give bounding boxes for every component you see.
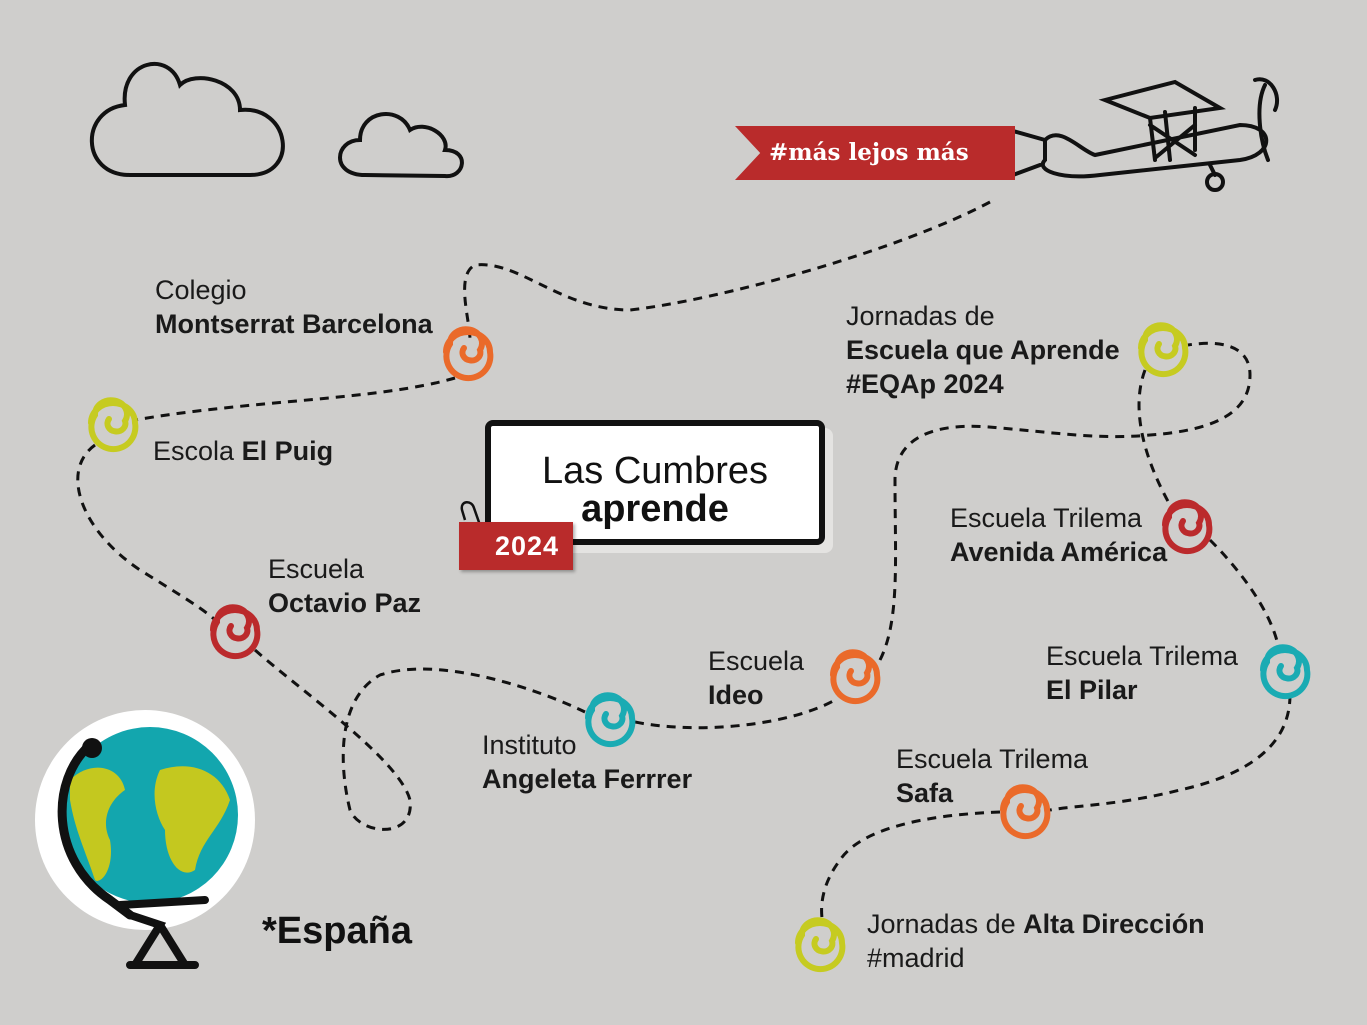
year-tag: 2024 [459,522,573,570]
country-label: *España [262,910,412,952]
cloud-icon [89,61,285,177]
marker-spiral-icon [443,326,494,382]
globe-icon [35,710,255,969]
marker-spiral-icon [830,649,881,705]
slogan-banner: #más lejos más alto [735,126,1015,180]
biplane-icon [1011,77,1279,192]
marker-spiral-icon [88,397,139,453]
marker-spiral-icon [1162,499,1213,555]
cloud-icon [338,112,464,179]
location-label: Jornadas de Alta Dirección#madrid [867,909,1205,973]
paperclip-icon [460,501,490,549]
marker-spiral-icon [795,917,846,973]
marker-spiral-icon [210,604,261,660]
location-label: Escola El Puig [153,436,334,466]
marker-spiral-icon [1000,784,1051,840]
route-path [76,200,1292,919]
marker-spiral-icon [1260,644,1311,700]
marker-spiral-icon [585,692,636,748]
title-line2: aprende [581,488,729,530]
marker-spiral-icon [1138,322,1189,378]
title-line1: Las Cumbres [542,450,768,492]
